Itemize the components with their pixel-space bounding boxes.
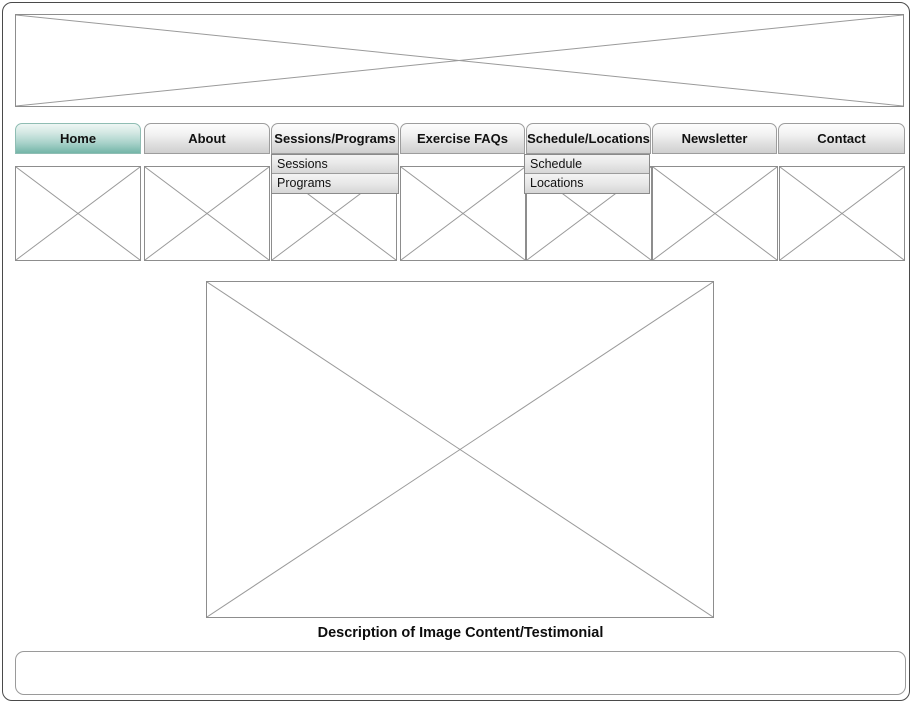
nav-tab-newsletter[interactable]: Newsletter xyxy=(652,123,777,154)
banner-image-placeholder[interactable] xyxy=(15,14,904,107)
nav-tab-home[interactable]: Home xyxy=(15,123,141,154)
main-image-placeholder[interactable] xyxy=(206,281,714,618)
nav-tab-contact[interactable]: Contact xyxy=(778,123,905,154)
nav-tab-label: Exercise FAQs xyxy=(416,131,509,146)
dropdown-sessions-programs: Sessions Programs xyxy=(271,154,399,194)
nav-tab-label: Newsletter xyxy=(681,131,748,146)
footer-content-panel xyxy=(15,651,906,695)
placeholder-cross-icon xyxy=(780,167,904,260)
dropdown-item-locations[interactable]: Locations xyxy=(525,174,649,193)
thumbnail-placeholder[interactable] xyxy=(652,166,778,261)
dropdown-item-schedule[interactable]: Schedule xyxy=(525,155,649,174)
placeholder-cross-icon xyxy=(401,167,525,260)
thumbnail-placeholder[interactable] xyxy=(15,166,141,261)
placeholder-cross-icon xyxy=(16,15,903,106)
thumbnail-placeholder[interactable] xyxy=(144,166,270,261)
dropdown-item-sessions[interactable]: Sessions xyxy=(272,155,398,174)
nav-tab-label: Home xyxy=(59,131,97,146)
placeholder-cross-icon xyxy=(207,282,713,617)
placeholder-cross-icon xyxy=(653,167,777,260)
nav-tab-label: Schedule/Locations xyxy=(527,131,650,146)
nav-tab-label: Contact xyxy=(817,131,866,146)
thumbnail-strip xyxy=(15,166,906,261)
dropdown-item-programs[interactable]: Programs xyxy=(272,174,398,193)
main-navigation: Home About Sessions/Programs Exercise FA… xyxy=(15,123,906,194)
thumbnail-placeholder[interactable] xyxy=(779,166,905,261)
nav-tab-about[interactable]: About xyxy=(144,123,270,154)
nav-tab-label: Sessions/Programs xyxy=(274,131,396,146)
placeholder-cross-icon xyxy=(145,167,269,260)
nav-tab-exercise-faqs[interactable]: Exercise FAQs xyxy=(400,123,525,154)
thumbnail-placeholder[interactable] xyxy=(400,166,526,261)
nav-tab-label: About xyxy=(188,131,226,146)
nav-tab-sessions-programs[interactable]: Sessions/Programs xyxy=(271,123,399,154)
image-description-caption: Description of Image Content/Testimonial xyxy=(317,625,604,641)
placeholder-cross-icon xyxy=(16,167,140,260)
nav-tab-schedule-locations[interactable]: Schedule/Locations xyxy=(526,123,651,154)
dropdown-schedule-locations: Schedule Locations xyxy=(524,154,650,194)
